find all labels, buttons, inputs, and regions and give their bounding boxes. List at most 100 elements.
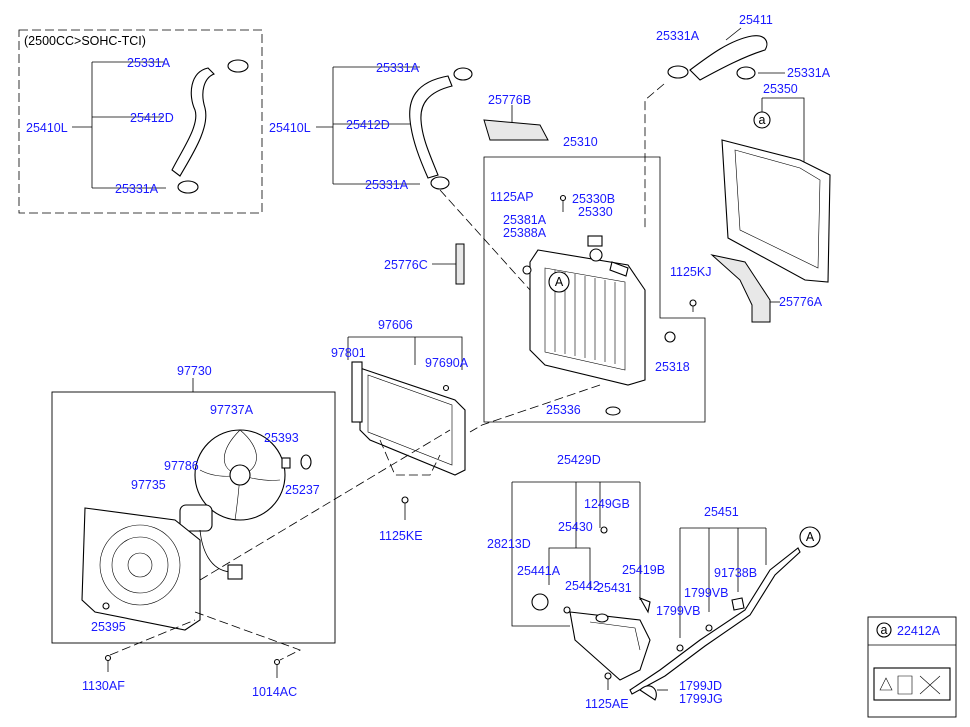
bolt-icon [604,672,612,680]
part-label: 25388A [503,226,547,240]
fan-assembly-group [51,378,451,678]
part-label: 25330B [572,192,615,206]
hose-end-icon [639,685,657,701]
clip-icon [705,624,713,632]
upper-seal-icon [483,119,549,141]
part-label: 1125KJ [670,265,711,279]
part-label: 1799JG [679,692,723,706]
bolt-icon [442,384,450,392]
part-label: 25395 [91,620,126,634]
radiator-hose-icon [689,35,768,81]
part-label: 1125KE [379,529,423,543]
small-cap-icon [563,606,571,614]
radiator-group: A [469,156,706,433]
part-label: 25410L [26,121,68,135]
hose-clamp-icon [177,180,199,194]
overflow-hose-icon [629,547,801,695]
reference-marker-A: A [806,530,815,544]
clip-icon [281,457,291,469]
level-sensor-icon [595,613,609,623]
part-label: 28213D [487,537,531,551]
part-label: 25381A [503,213,547,227]
part-label: 25350 [763,82,798,96]
reservoir-tank-icon [569,611,651,681]
part-label: 25331A [127,56,171,70]
part-label: 97735 [131,478,166,492]
bracket-icon [664,331,676,343]
part-label: 25419B [622,563,665,577]
part-label: 25430 [558,520,593,534]
upper-hose-icon [171,67,215,177]
part-label: 25429D [557,453,601,467]
part-label: 25776C [384,258,428,272]
condenser-group [347,336,466,520]
part-label: 97690A [425,356,469,370]
hose-clamp-icon [667,65,689,79]
hose-clamp-icon [453,67,473,81]
receiver-drier-icon [351,361,363,423]
part-label: 25393 [264,431,299,445]
caution-label-legend: a [867,616,957,718]
part-label: 25411 [739,13,773,27]
bolt-icon [600,526,608,534]
reservoir-cap-icon [531,593,549,611]
part-label: 97786 [164,459,199,473]
lower-hose-icon [409,75,453,179]
part-label: 1014AC [252,685,297,699]
drain-plug-icon [522,265,532,275]
part-label: 25237 [285,483,320,497]
part-label: 25331A [376,61,420,75]
grommet-icon [300,454,312,470]
bolt-icon [102,602,110,610]
part-label: 1125AP [490,190,534,204]
part-label: 1125AE [585,697,629,711]
part-label: 97606 [378,318,413,332]
fan-motor-icon [179,504,213,532]
radiator-cap-icon [587,235,603,247]
side-seal-icon [455,243,465,285]
part-label: 25776B [488,93,531,107]
part-label: 25431 [597,581,632,595]
part-label: 25330 [578,205,613,219]
fan-shroud-icon [81,507,201,631]
part-labels: 25331A 25412D 25410L 25331A 25331A 25412… [26,13,941,711]
part-label: 1799VB [684,586,728,600]
shroud-seal-icon [710,254,771,323]
mount-rubber-icon [605,406,621,416]
hose-clamp-icon [736,66,756,80]
part-label: 22412A [897,624,941,638]
part-label: 1130AF [82,679,125,693]
part-label: 97801 [331,346,366,360]
part-label: 25336 [546,403,581,417]
hose-clamp-icon [227,59,249,73]
part-label: 25331A [115,182,159,196]
fan-shroud-group [710,97,831,323]
reservoir-group [511,481,651,690]
bolt-icon [104,654,112,662]
reference-circle [799,526,821,548]
legend-marker-a: a [881,623,888,637]
cap-icon [589,248,603,262]
bolt-icon [559,194,567,202]
hose-group-mid [316,66,531,291]
part-label: 25776A [779,295,823,309]
outlet-pipe-icon [609,261,629,277]
part-label: 25310 [563,135,598,149]
inset-variant-box: (2500CC>SOHC-TCI) [18,29,263,214]
part-label: 25331A [656,29,700,43]
overflow-hose-group: A [629,526,821,701]
part-label: 25442 [565,579,600,593]
clamp-icon [731,597,745,611]
part-label: 25412D [346,118,390,132]
part-label: 25441A [517,564,561,578]
part-label: 25318 [655,360,690,374]
hose-clip-icon [638,596,651,614]
clip-icon [676,644,684,652]
part-label: 91738B [714,566,757,580]
reference-marker-A: A [555,275,564,289]
reference-circle [548,271,570,293]
connector-icon [227,564,243,580]
bolt-icon [273,658,281,666]
part-label: 25410L [269,121,311,135]
